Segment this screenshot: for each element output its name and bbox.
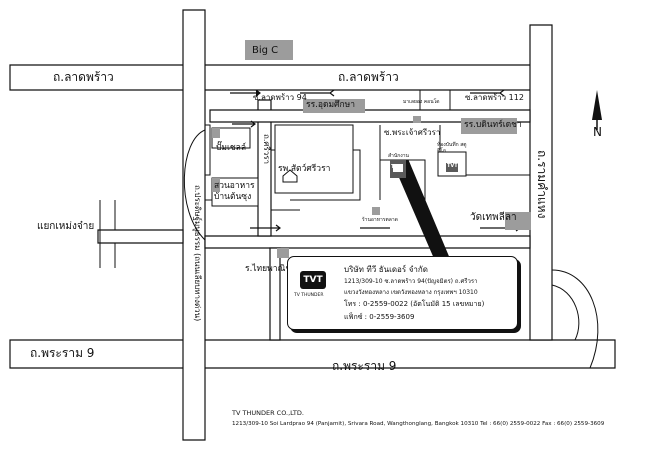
info-address1: 1213/309-10 ซ.ลาดพร้าว 94(ปัญจมิตร) ถ.ศร… [344, 278, 478, 285]
landmark-big-c: Big C [252, 45, 279, 56]
info-address2: แขวงวังทองหลาง เขตวังทองหลาง กรุงเทพฯ 10… [344, 289, 478, 296]
studio-logo-text: TVT [447, 163, 458, 169]
compass-arrow [592, 90, 602, 120]
landmark-hospital: รพ.สัตว์ศรีวรา [278, 164, 331, 174]
road-label-lad-phrao-left: ถ.ลาดพร้าว [53, 70, 114, 84]
udom-suksa-building [303, 99, 365, 113]
info-phone: โทร : 0-2559-0022 (อัตโนมัติ 15 เลขหมาย) [344, 300, 485, 308]
company-info-box: TVT TV THUNDER บริษัท ทีวี ธันเดอร์ จำกั… [287, 256, 518, 330]
road-label-lad-phrao-main: ถ.ลาดพร้าว [338, 70, 399, 84]
road-intersection [97, 229, 184, 244]
landmark-garden-restaurant: สวนอาหาร บ้านต้นซุง [214, 181, 255, 203]
bandit-doem-building [461, 118, 517, 134]
landmark-gas-station: ปั๊มเชลล์ [216, 143, 247, 153]
landmark-intersection: แยกเหม่งจ๋าย [37, 221, 95, 232]
road-label-rama9-left: ถ.พระราม 9 [30, 346, 95, 360]
road-rama9 [9, 339, 616, 369]
condo-mark [413, 116, 421, 123]
landmark-condo: มาเลยอง คอนโด [403, 99, 440, 105]
tv-thunder-logo: TVT [300, 271, 326, 289]
footer-address: 1213/309-10 Soi Lardprao 94 (Panjamit), … [232, 421, 605, 427]
footer-company: TV THUNDER CO.,LTD. [232, 409, 304, 417]
hospital-building [274, 124, 354, 194]
garden-restaurant-mark [212, 178, 220, 192]
small-shop-mark [372, 207, 380, 215]
landmark-studio-office: สำนักงาน [388, 153, 409, 159]
info-company: บริษัท ทีวี ธันเดอร์ จำกัด [344, 265, 428, 274]
landmark-udom-suksa: รร.อุดมศึกษา [306, 100, 355, 110]
wat-thep-lila-building [505, 212, 531, 230]
info-fax: แฟ็กซ์ : 0-2559-3609 [344, 313, 415, 321]
road-label-rama9-main: ถ.พระราม 9 [332, 359, 397, 373]
office-logo-text: TVT [391, 164, 402, 170]
tv-thunder-brand: TV THUNDER [294, 293, 324, 298]
road-upper-link [209, 109, 531, 123]
road-label-sriwara: ถ.ศรีวรา [262, 134, 271, 165]
road-ramkhamhaeng [529, 24, 553, 341]
road-label-soi-94: ซ.ลาดพร้าว 94 [253, 93, 307, 102]
studio-tvt-mark [446, 163, 458, 172]
landmark-studio: ห้องบันทึก สตูดิโอ [437, 142, 467, 154]
landmark-thai-panich: ร.ไทยพาณิชย์ [245, 264, 297, 274]
road-label-pradit-manutham: ถ.ประดิษฐ์มนูธรรม (ถนนเลียบทางด่วน) [193, 185, 202, 322]
gas-station-mark [212, 128, 220, 138]
road-label-ramkhamhaeng: ถ.รามคำแหง [535, 150, 549, 219]
road-sriwara-mid [204, 235, 531, 249]
big-c-building [245, 40, 293, 60]
road-label-phra-chao-sriwara: ซ.พระเจ้าศรีวรา [384, 128, 441, 137]
road-feeder-thaipanich [269, 247, 281, 341]
road-label-soi-112: ซ.ลาดพร้าว 112 [465, 93, 524, 102]
office-tvt-mark [393, 164, 403, 172]
landmark-bandit-doem: รร.บดินทร์เดชา [464, 120, 522, 130]
compass-north-label: N [593, 125, 602, 139]
landmark-small-shop: ร้านอาหารตลาด [362, 217, 398, 223]
thai-panich-building [277, 248, 289, 258]
hospital-icon [282, 169, 298, 183]
landmark-wat-thep-lila: วัดเทพลีลา [470, 212, 517, 223]
